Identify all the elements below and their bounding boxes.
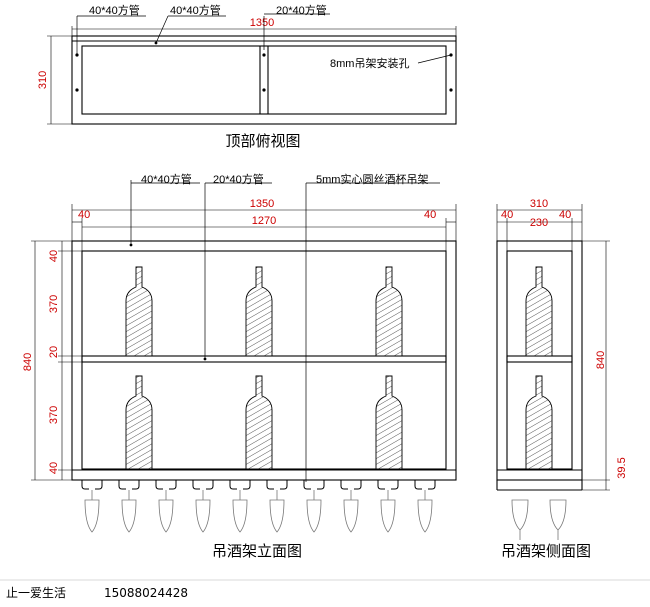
wine-glass	[84, 490, 100, 533]
glass-hanger	[377, 480, 399, 490]
side-glasses	[511, 499, 567, 540]
note-front-rod: 5mm实心圆丝酒杯吊架	[316, 172, 428, 186]
glass-hanger	[414, 480, 436, 490]
footer-brand: 止一爱生活	[6, 586, 66, 600]
side-right-edge-dim: 40	[559, 209, 571, 221]
top-width-dim: 1350	[250, 17, 274, 29]
front-right-edge-dim: 40	[424, 209, 436, 221]
wine-bottles	[125, 266, 403, 470]
wine-bottle	[375, 266, 403, 357]
note-front-tube-40: 40*40方管	[141, 172, 192, 186]
glass-hanger	[155, 480, 177, 490]
front-view-outer-frame	[71, 240, 457, 481]
front-inner-width-dim: 1270	[252, 215, 276, 227]
note-tube-40-b: 40*40方管	[170, 3, 221, 17]
front-view: 1350 40 40 1270 840 40 370 20 370 40 40*…	[22, 172, 457, 560]
wine-bottle	[525, 375, 553, 470]
front-left-edge-dim: 40	[78, 209, 90, 221]
wine-glass	[380, 490, 396, 533]
glass-hangers	[81, 480, 436, 533]
glass-hanger	[192, 480, 214, 490]
glass-hanger	[118, 480, 140, 490]
front-view-caption: 吊酒架立面图	[212, 542, 302, 560]
note-tube-40-a: 40*40方管	[89, 3, 140, 17]
side-view: 310 40 40 230 840 39.5 吊酒架侧面图	[496, 198, 628, 560]
note-front-tube-20: 20*40方管	[213, 172, 264, 186]
wine-bottle	[245, 375, 273, 470]
top-view: 1350 310 40*40方管 40*40方管 20*40方管 8mm吊架安装…	[37, 3, 457, 150]
front-top-dim: 40	[48, 250, 60, 262]
glass-hanger	[340, 480, 362, 490]
wine-glass	[269, 490, 285, 533]
wine-glass	[195, 490, 211, 533]
front-bottom-dim: 40	[48, 462, 60, 474]
wine-glass	[121, 490, 137, 533]
front-middle-dim: 20	[48, 346, 60, 358]
side-depth-dim: 310	[530, 198, 548, 210]
glass-hanger	[303, 480, 325, 490]
wine-glass	[306, 490, 322, 533]
wine-glass	[232, 490, 248, 533]
note-tube-20: 20*40方管	[276, 3, 327, 17]
front-overall-width-dim: 1350	[250, 198, 274, 210]
front-height-dim: 840	[22, 353, 34, 371]
side-view-outer-frame	[496, 240, 583, 481]
side-view-caption: 吊酒架侧面图	[501, 542, 591, 560]
footer-phone: 15088024428	[104, 586, 188, 600]
top-view-caption: 顶部俯视图	[225, 132, 300, 150]
front-lower-bay-dim: 370	[48, 406, 60, 424]
wine-bottle	[525, 266, 553, 357]
glass-hanger	[266, 480, 288, 490]
note-mount-hole: 8mm吊架安装孔	[330, 56, 409, 70]
wine-glass	[343, 490, 359, 533]
glass-hanger	[81, 480, 103, 490]
front-upper-bay-dim: 370	[48, 295, 60, 313]
wine-bottle	[245, 266, 273, 357]
wine-bottle	[125, 266, 153, 357]
side-inner-dim: 230	[530, 217, 548, 229]
glass-hanger	[229, 480, 251, 490]
top-depth-dim: 310	[37, 71, 49, 89]
wine-bottle	[375, 375, 403, 470]
side-left-edge-dim: 40	[501, 209, 513, 221]
wine-bottle	[125, 375, 153, 470]
front-view-middle-shelf	[81, 355, 447, 363]
wine-glass	[417, 490, 433, 533]
wine-glass	[158, 490, 174, 533]
side-view-middle-shelf	[506, 355, 573, 363]
side-height-dim: 840	[595, 351, 607, 369]
side-hanger-height-dim: 39.5	[616, 457, 628, 478]
footer: 止一爱生活 15088024428	[0, 579, 650, 600]
